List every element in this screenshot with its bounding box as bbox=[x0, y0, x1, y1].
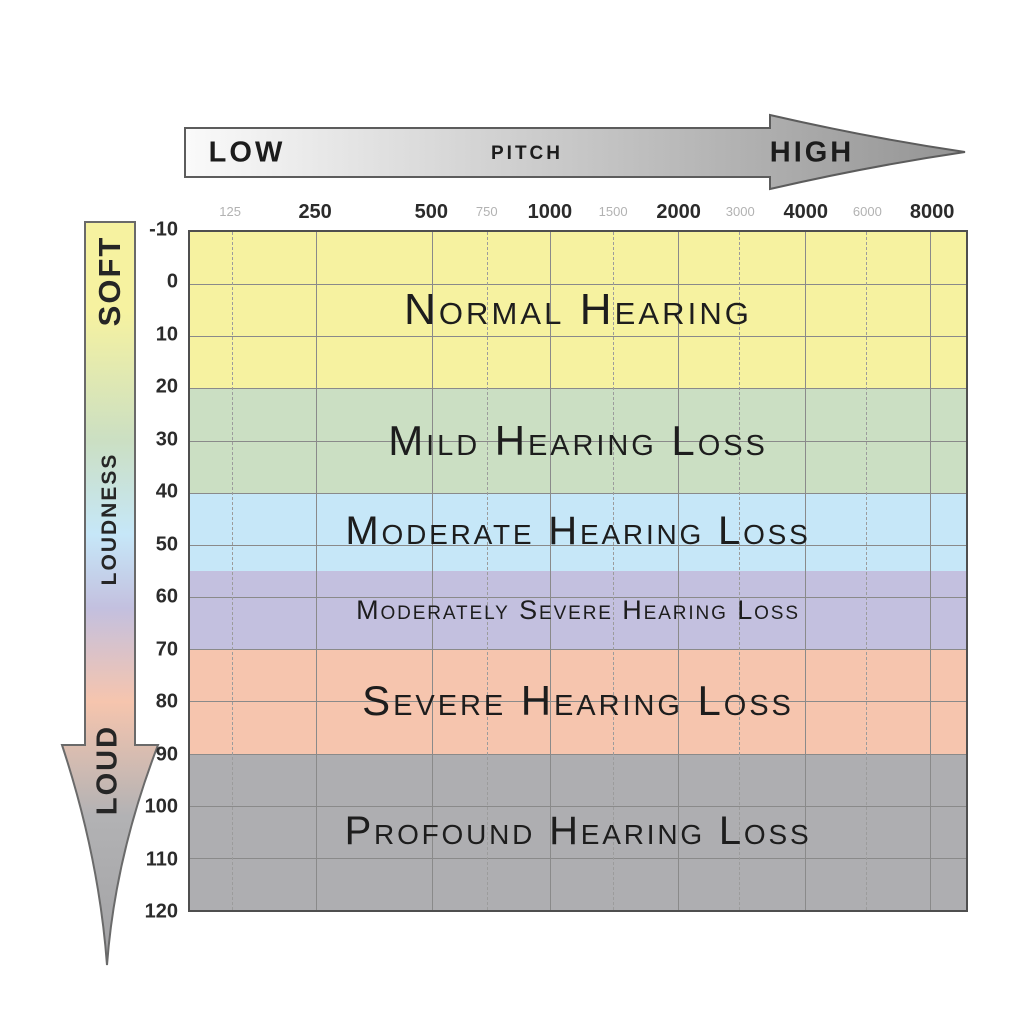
pitch-arrow-shape bbox=[184, 113, 966, 191]
horizontal-gridline bbox=[190, 649, 966, 651]
decibel-tick-label: 60 bbox=[155, 585, 178, 608]
hearing-band: Profound Hearing Loss bbox=[190, 753, 966, 910]
frequency-tick-label: 6000 bbox=[852, 204, 882, 219]
decibel-tick-label: 110 bbox=[145, 848, 178, 871]
decibel-tick-label: 20 bbox=[155, 375, 178, 398]
vertical-gridline bbox=[612, 232, 614, 910]
frequency-tick-label: 8000 bbox=[909, 201, 955, 223]
frequency-tick-label: 3000 bbox=[725, 204, 755, 219]
frequency-tick-label: 750 bbox=[475, 204, 498, 219]
decibel-tick-label: 0 bbox=[166, 270, 178, 293]
frequency-tick-label: 1000 bbox=[527, 201, 573, 223]
frequency-tick-label: 2000 bbox=[656, 201, 701, 223]
decibel-tick-label: 70 bbox=[155, 638, 178, 661]
horizontal-gridline bbox=[190, 753, 966, 755]
frequency-tick-label: 250 bbox=[298, 201, 332, 223]
hearing-band-label: Severe Hearing Loss bbox=[362, 677, 794, 725]
vertical-gridline bbox=[678, 232, 680, 910]
vertical-gridline bbox=[231, 232, 233, 910]
frequency-tick-label: 500 bbox=[414, 201, 449, 223]
vertical-gridline bbox=[739, 232, 741, 910]
pitch-arrow bbox=[184, 113, 966, 191]
frequency-tick-label: 4000 bbox=[783, 201, 829, 223]
horizontal-gridline bbox=[190, 336, 966, 338]
horizontal-gridline bbox=[190, 597, 966, 599]
vertical-gridline bbox=[865, 232, 867, 910]
decibel-tick-label: 50 bbox=[155, 533, 178, 556]
vertical-gridline bbox=[804, 232, 806, 910]
horizontal-gridline bbox=[190, 701, 966, 703]
pitch-low-label: LOW bbox=[208, 136, 286, 169]
hearing-band-label: Moderate Hearing Loss bbox=[345, 509, 811, 554]
horizontal-gridline bbox=[190, 544, 966, 546]
hearing-band: Moderately Severe Hearing Loss bbox=[190, 571, 966, 650]
decibel-tick-label: 30 bbox=[155, 428, 178, 451]
vertical-gridline bbox=[432, 232, 434, 910]
decibel-tick-label: 80 bbox=[155, 690, 178, 713]
decibel-tick-label: -10 bbox=[149, 218, 178, 241]
decibel-tick-label: 90 bbox=[155, 743, 178, 766]
hearing-band-label: Moderately Severe Hearing Loss bbox=[356, 594, 800, 625]
loudness-arrow bbox=[60, 221, 160, 966]
vertical-gridline bbox=[487, 232, 489, 910]
decibel-axis: -10 0 10 20 30 40 50 60 70 80 90 100 110 120 bbox=[118, 219, 178, 923]
hearing-band: Mild Hearing Loss bbox=[190, 388, 966, 493]
hearing-band: Severe Hearing Loss bbox=[190, 649, 966, 754]
horizontal-gridline bbox=[190, 440, 966, 442]
hearing-band-label: Profound Hearing Loss bbox=[344, 809, 812, 854]
pitch-axis-label: PITCH bbox=[491, 143, 563, 164]
hearing-band-label: Normal Hearing bbox=[404, 285, 752, 335]
horizontal-gridline bbox=[190, 805, 966, 807]
frequency-axis: 125 250 500 750 1000 1500 2000 3000 4000 6000 8000 bbox=[188, 197, 968, 227]
hearing-band-label: Mild Hearing Loss bbox=[388, 416, 768, 464]
frequency-tick-label: 125 bbox=[219, 204, 241, 219]
hearing-band: Moderate Hearing Loss bbox=[190, 492, 966, 571]
frequency-tick-label: 1500 bbox=[598, 204, 628, 219]
decibel-tick-label: 10 bbox=[155, 323, 178, 346]
horizontal-gridline bbox=[190, 857, 966, 859]
vertical-gridline bbox=[316, 232, 318, 910]
horizontal-gridline bbox=[190, 284, 966, 286]
loudness-arrow-shape bbox=[60, 221, 160, 966]
vertical-gridline bbox=[550, 232, 552, 910]
decibel-tick-label: 100 bbox=[144, 795, 178, 818]
vertical-gridline bbox=[930, 232, 932, 910]
pitch-high-label: HIGH bbox=[769, 136, 855, 169]
decibel-tick-label: 120 bbox=[144, 900, 178, 923]
decibel-tick-label: 40 bbox=[155, 480, 178, 503]
horizontal-gridline bbox=[190, 492, 966, 494]
hearing-band: Normal Hearing bbox=[190, 232, 966, 389]
horizontal-gridline bbox=[190, 388, 966, 390]
